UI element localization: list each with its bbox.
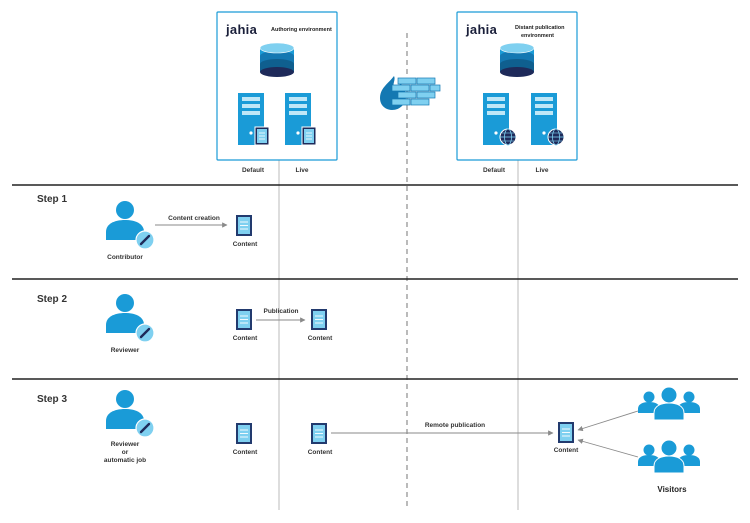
environment-title: environment <box>521 33 554 39</box>
document-icon <box>254 126 270 146</box>
actor-label: or <box>122 449 129 456</box>
document-icon <box>558 422 574 443</box>
environment-title: Distant publication <box>515 25 565 31</box>
step-2: Step 2 Reviewer Content Publication C <box>37 294 333 354</box>
pencil-icon <box>135 323 155 343</box>
reviewer-icon <box>106 390 144 429</box>
globe-icon <box>547 128 565 146</box>
actor-label: automatic job <box>104 457 146 464</box>
actor-label: Reviewer <box>111 441 140 448</box>
content-label: Content <box>233 335 258 342</box>
actor-label: Contributor <box>107 254 143 261</box>
arrow-label: Publication <box>263 308 298 315</box>
arrow-label: Remote publication <box>425 422 485 429</box>
server-label-default: Default <box>483 167 506 174</box>
database-icon <box>499 42 535 77</box>
pencil-icon <box>135 418 155 438</box>
server-label-live: Live <box>535 167 548 174</box>
content-label: Content <box>233 241 258 248</box>
reviewer-icon <box>106 294 144 333</box>
step-3: Step 3 Reviewer or automatic job Content <box>37 386 700 494</box>
server-label-live: Live <box>295 167 308 174</box>
server-label-default: Default <box>242 167 265 174</box>
globe-icon <box>499 128 517 146</box>
visitors-group-icon <box>638 439 700 474</box>
contributor-icon <box>106 201 144 240</box>
visitors-group-icon <box>638 386 700 421</box>
step-label: Step 1 <box>37 194 67 205</box>
step-1: Step 1 Contributor Content creation Cont… <box>37 194 258 261</box>
document-icon <box>301 126 317 146</box>
firewall-icon <box>380 76 441 110</box>
environment-brand: jahia <box>465 22 498 37</box>
content-label: Content <box>308 335 333 342</box>
authoring-environment: jahia Authoring environment <box>216 11 338 174</box>
content-label: Content <box>308 449 333 456</box>
step-label: Step 2 <box>37 294 67 305</box>
visitor-arrow <box>577 438 639 458</box>
database-icon <box>259 42 295 77</box>
document-icon <box>236 215 252 236</box>
document-icon <box>311 423 327 444</box>
document-icon <box>311 309 327 330</box>
actor-label: Reviewer <box>111 347 140 354</box>
content-label: Content <box>233 449 258 456</box>
arrow-label: Content creation <box>168 215 220 222</box>
document-icon <box>236 423 252 444</box>
distant-publication-environment: jahia Distant publication environment <box>456 11 578 174</box>
content-label: Content <box>554 447 579 454</box>
visitor-arrow <box>577 410 639 432</box>
visitors-label: Visitors <box>657 485 687 494</box>
document-icon <box>236 309 252 330</box>
environment-brand: jahia <box>225 22 258 37</box>
step-label: Step 3 <box>37 394 67 405</box>
pencil-icon <box>135 230 155 250</box>
environment-title: Authoring environment <box>271 27 332 33</box>
